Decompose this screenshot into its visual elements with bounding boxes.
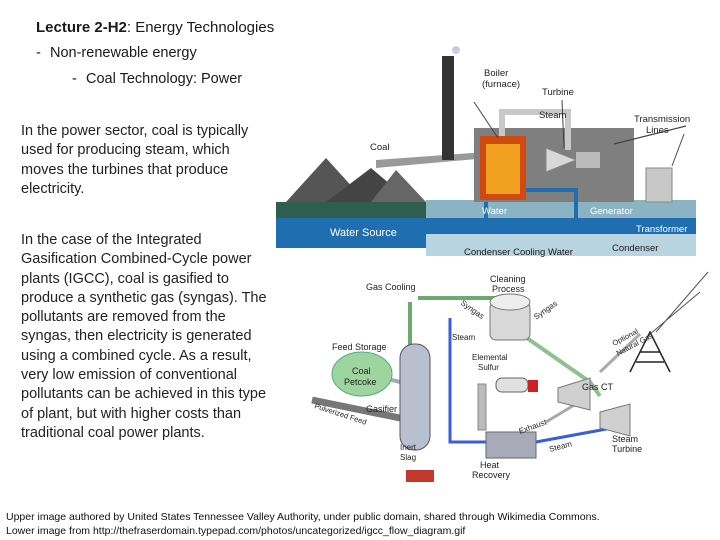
bullet-level1: -Non-renewable energy — [36, 44, 197, 62]
paragraph-igcc: In the case of the Integrated Gasificati… — [21, 232, 267, 441]
label-heat: Heat — [480, 460, 500, 470]
label-petcoke: Petcoke — [344, 377, 377, 387]
label-steam-turbine: Steam — [612, 434, 638, 444]
label-coal: Coal — [352, 366, 371, 376]
label-turbine: Turbine — [612, 444, 642, 454]
smoke-icon — [452, 46, 460, 54]
transmission-line-icon — [613, 125, 687, 145]
steam-pipe — [535, 426, 613, 444]
label-condenser: Condenser — [612, 243, 658, 254]
title-lecture: Lecture 2-H2 — [36, 19, 127, 36]
label-inert: Inert — [400, 443, 417, 452]
label-boiler: Boiler — [484, 68, 508, 79]
label-process: Process — [492, 284, 525, 294]
label-sulfur: Sulfur — [478, 363, 499, 372]
transmission-tower-icon — [629, 330, 671, 373]
label-turbine: Turbine — [542, 87, 574, 98]
label-steam: Steam — [548, 439, 573, 454]
exhaust-stack-icon — [477, 383, 487, 431]
sulfur-truck-icon — [495, 377, 529, 393]
label-water-source: Water Source — [330, 227, 397, 239]
label-transmission: Transmission — [634, 114, 690, 125]
label-syngas: Syngas — [459, 298, 486, 321]
label-transformer: Transformer — [636, 224, 687, 235]
pulverized-feed-conveyor — [311, 396, 401, 422]
slide-title: Lecture 2-H2: Energy Technologies — [36, 18, 274, 37]
coal-pile-icon — [371, 170, 426, 202]
label-gas-ct: Gas CT — [582, 382, 614, 392]
label-gasifier: Gasifier — [366, 404, 397, 414]
label-lines: Lines — [646, 125, 669, 136]
leader-line — [561, 99, 565, 149]
bullet-text: Coal Technology: Power — [86, 71, 243, 87]
label-furnace: (furnace) — [482, 79, 520, 90]
label-coal: Coal — [370, 142, 390, 153]
label-water: Water — [482, 206, 507, 217]
image-credits: Upper image authored by United States Te… — [6, 510, 600, 538]
label-recovery: Recovery — [472, 470, 511, 480]
label-syngas: Syngas — [532, 299, 559, 322]
label-gas-cooling: Gas Cooling — [366, 282, 416, 292]
water-layer — [426, 200, 696, 220]
label-condenser-cooling: Condenser Cooling Water — [464, 247, 573, 258]
truck-cab-icon — [528, 380, 538, 392]
coal-power-plant-diagram: Boiler (furnace) Turbine Steam Transmiss… — [276, 46, 696, 258]
furnace-flame-icon — [486, 144, 520, 194]
label-generator: Generator — [590, 206, 633, 217]
transformer-icon — [645, 167, 673, 203]
slag-truck-icon — [406, 470, 434, 482]
label-cleaning: Cleaning — [490, 274, 526, 284]
steam-pipe — [448, 318, 492, 444]
power-line-icon — [649, 271, 709, 335]
gasifier-icon — [399, 343, 431, 451]
natural-gas-pipe — [598, 332, 642, 374]
condenser-band — [426, 234, 696, 256]
label-steam: Steam — [452, 333, 475, 342]
title-topic: : Energy Technologies — [126, 19, 275, 36]
steam-pipe — [499, 109, 571, 150]
gas-turbine-icon — [557, 377, 591, 411]
steam-turbine-icon — [599, 403, 631, 437]
label-elemental: Elemental — [472, 353, 508, 362]
smokestack-icon — [442, 56, 454, 160]
leader-line — [473, 101, 499, 139]
water-pipe — [484, 188, 578, 218]
conveyor-icon — [376, 152, 488, 168]
paragraph-steam: In the power sector, coal is typically u… — [21, 123, 249, 197]
bullet-text: Non-renewable energy — [50, 45, 197, 61]
igcc-flow-diagram: Gas Cooling Cleaning Process Syngas Syng… — [311, 271, 709, 482]
dash-marker: - — [36, 45, 41, 61]
leader-line — [671, 133, 685, 167]
dash-marker: - — [72, 71, 77, 87]
label-steam: Steam — [539, 110, 567, 121]
credit-upper: Upper image authored by United States Te… — [6, 511, 600, 523]
generator-icon — [576, 152, 600, 168]
turbine-icon — [545, 147, 578, 173]
heat-recovery-icon — [485, 431, 537, 459]
feed-storage-icon — [331, 351, 393, 397]
label-feed-storage: Feed Storage — [332, 342, 387, 352]
credit-lower: Lower image from http://thefraserdomain.… — [6, 525, 466, 537]
cleaning-tank-top — [489, 293, 531, 311]
label-slag: Slag — [400, 453, 416, 462]
bullet-level2: -Coal Technology: Power — [72, 70, 242, 88]
